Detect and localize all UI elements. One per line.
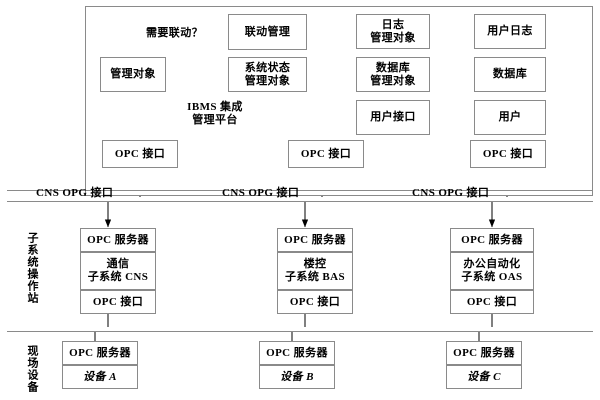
node-system-state-object[interactable]: 系统状态 管理对象 [228, 57, 307, 92]
node-user-interface[interactable]: 用户接口 [356, 100, 430, 135]
bus-label-1: CNS OPG 接口 [36, 187, 114, 199]
device-2-name[interactable]: 设备 B [259, 365, 335, 389]
device-1-server[interactable]: OPC 服务器 [62, 341, 138, 365]
bus-label-2: CNS OPG 接口 [222, 187, 300, 199]
device-3-name[interactable]: 设备 C [446, 365, 522, 389]
subsystem-3-server[interactable]: OPC 服务器 [450, 228, 534, 252]
platform-opc-interface-3[interactable]: OPC 接口 [470, 140, 546, 168]
node-database[interactable]: 数据库 [474, 57, 546, 92]
platform-opc-interface-2[interactable]: OPC 接口 [288, 140, 364, 168]
platform-title: IBMS 集成 管理平台 [187, 101, 243, 127]
subsystem-1-server[interactable]: OPC 服务器 [80, 228, 156, 252]
bus-band-bottom-rule [7, 201, 593, 202]
platform-opc-interface-1[interactable]: OPC 接口 [102, 140, 178, 168]
node-log-object[interactable]: 日志 管理对象 [356, 14, 430, 49]
bus-label-3: CNS OPG 接口 [412, 187, 490, 199]
subsystem-1-name[interactable]: 通信 子系统 CNS [80, 252, 156, 290]
need-linkage-label: 需要联动？ [146, 27, 203, 39]
subsystem-2-server[interactable]: OPC 服务器 [277, 228, 353, 252]
subsystem-2-interface[interactable]: OPC 接口 [277, 290, 353, 314]
bus-band-top-rule [7, 190, 593, 191]
device-3-server[interactable]: OPC 服务器 [446, 341, 522, 365]
node-linkage-mgmt[interactable]: 联动管理 [228, 14, 307, 50]
node-user[interactable]: 用户 [474, 100, 546, 135]
subsystem-2-name[interactable]: 楼控 子系统 BAS [277, 252, 353, 290]
field-band-rule [7, 331, 593, 332]
subsystem-3-interface[interactable]: OPC 接口 [450, 290, 534, 314]
node-managed-object[interactable]: 管理对象 [100, 57, 166, 92]
subsystem-3-name[interactable]: 办公自动化 子系统 OAS [450, 252, 534, 290]
node-db-object[interactable]: 数据库 管理对象 [356, 57, 430, 92]
device-2-server[interactable]: OPC 服务器 [259, 341, 335, 365]
band-label-workstation: 子系统操作站 [26, 232, 38, 304]
band-label-field-devices: 现场设备 [26, 345, 38, 393]
device-1-name[interactable]: 设备 A [62, 365, 138, 389]
node-user-log[interactable]: 用户日志 [474, 14, 546, 49]
subsystem-1-interface[interactable]: OPC 接口 [80, 290, 156, 314]
